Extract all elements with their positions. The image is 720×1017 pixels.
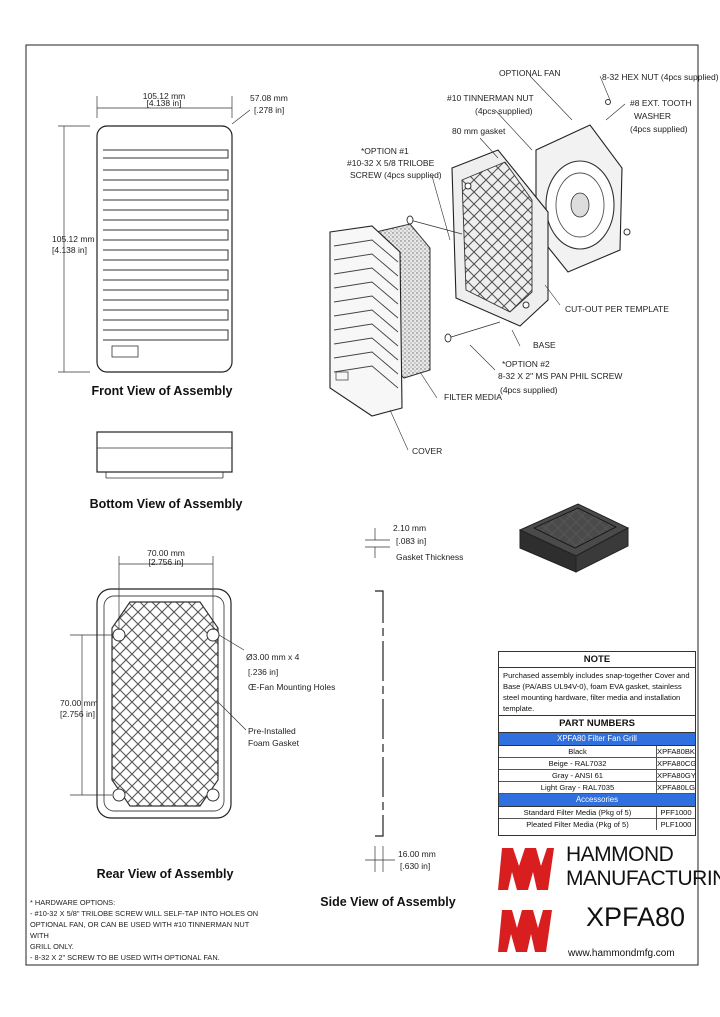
callout-option2-1: *OPTION #2 <box>502 359 550 369</box>
brand-name: HAMMOND MANUFACTURINGTM <box>566 843 720 896</box>
note-text: Purchased assembly includes snap-togethe… <box>499 668 695 716</box>
hardware-line-3: GRILL ONLY. <box>30 942 74 951</box>
hardware-title: * HARDWARE OPTIONS: <box>30 898 116 907</box>
part-desc: Light Gray - RAL7035 <box>499 782 657 793</box>
callout-option1-3: SCREW (4pcs supplied) <box>350 170 442 180</box>
hardware-line-4: - 8-32 X 2" SCREW TO BE USED WITH OPTION… <box>30 953 220 962</box>
part-desc: Gray - ANSI 61 <box>499 770 657 781</box>
part-group-fan-grill: XPFA80 Filter Fan Grill <box>499 733 695 746</box>
table-row: Beige - RAL7032 XPFA80CG <box>499 758 697 770</box>
hole-size-mm: Ø3.00 mm x 4 <box>246 652 300 662</box>
table-row: Pleated Filter Media (Pkg of 5) PLF1000 <box>499 819 695 830</box>
accessory-desc: Standard Filter Media (Pkg of 5) <box>499 807 657 818</box>
front-view <box>58 96 251 373</box>
part-number: XPFA80GY <box>657 771 696 780</box>
callout-filter-media: FILTER MEDIA <box>444 392 502 402</box>
callout-tinnerman-1: #10 TINNERMAN NUT <box>447 93 534 103</box>
callout-cutout: CUT-OUT PER TEMPLATE <box>565 304 669 314</box>
sheet-border <box>25 44 699 966</box>
part-desc: Beige - RAL7032 <box>499 758 657 769</box>
rear-height-mm: 70.00 mm <box>60 698 98 708</box>
front-view-title: Front View of Assembly <box>91 384 232 398</box>
hardware-line-2: OPTIONAL FAN, OR CAN BE USED WITH #10 TI… <box>30 920 250 940</box>
optional-fan <box>535 99 631 273</box>
table-row: Light Gray - RAL7035 XPFA80LG <box>499 782 695 794</box>
gasket-callout-1: Pre-Installed <box>248 726 296 736</box>
gasket-thickness-mm: 2.10 mm <box>393 523 426 533</box>
brand-line-2-text: MANUFACTURING <box>566 867 720 890</box>
callout-option1-2: #10-32 X 5/8 TRILOBE <box>347 158 435 168</box>
callout-optional-fan: OPTIONAL FAN <box>499 68 561 78</box>
callout-washer-1: #8 EXT. TOOTH <box>630 98 692 108</box>
rear-height-in: [2.756 in] <box>60 709 95 719</box>
cover <box>329 225 403 417</box>
part-number: XPFA80BK <box>657 747 695 756</box>
rear-width-mm: 70.00 mm <box>147 548 185 558</box>
hammond-logo-icon <box>498 848 554 952</box>
front-logo-plate <box>111 345 139 358</box>
hole-description: Œ-Fan Mounting Holes <box>248 682 335 692</box>
callout-option2-2: 8-32 X 2" MS PAN PHIL SCREW <box>498 371 622 381</box>
callout-option1-1: *OPTION #1 <box>361 146 409 156</box>
side-depth-mm: 16.00 mm <box>398 849 436 859</box>
accessory-number: PLF1000 <box>660 820 692 829</box>
accessory-desc: Pleated Filter Media (Pkg of 5) <box>499 819 657 830</box>
side-view-title: Side View of Assembly <box>320 895 456 909</box>
table-row: Gray - ANSI 61 XPFA80GY <box>499 770 696 782</box>
gasket-callout-2: Foam Gasket <box>248 738 300 748</box>
bottom-view <box>96 431 233 479</box>
part-group-accessories: Accessories <box>499 794 695 807</box>
front-width-mm: 105.12 mm <box>143 91 186 101</box>
base <box>451 149 549 327</box>
product-photo <box>518 503 630 573</box>
bottom-view-title: Bottom View of Assembly <box>90 497 243 511</box>
accessory-number: PFF1000 <box>660 808 692 817</box>
side-view <box>365 528 395 872</box>
callout-tinnerman-2: (4pcs supplied) <box>475 106 533 116</box>
callout-hex-nut: 8-32 HEX NUT (4pcs supplied) <box>602 72 719 82</box>
note-title: NOTE <box>499 652 695 668</box>
side-depth-in: [.630 in] <box>400 861 430 871</box>
brand-line-1: HAMMOND <box>566 843 674 866</box>
hole-size-in: [.236 in] <box>248 667 278 677</box>
gasket-thickness-label: Gasket Thickness <box>396 552 463 562</box>
rear-view-title: Rear View of Assembly <box>97 867 234 881</box>
hardware-line-1: - #10-32 X 5/8" TRILOBE SCREW WILL SELF-… <box>30 909 259 918</box>
callout-cover: COVER <box>412 446 442 456</box>
part-number: XPFA80CG <box>657 759 697 768</box>
table-row: Black XPFA80BK <box>499 746 695 758</box>
front-depth-mm: 57.08 mm <box>250 93 288 103</box>
rear-width-in: [2.756 in] <box>149 557 184 567</box>
brand-line-2: MANUFACTURINGTM <box>566 867 720 896</box>
note-table: NOTE Purchased assembly includes snap-to… <box>498 651 696 836</box>
part-desc: Black <box>499 746 657 757</box>
website-link[interactable]: www.hammondmfg.com <box>568 948 675 959</box>
gasket-thickness-in: [.083 in] <box>396 536 426 546</box>
hardware-options: * HARDWARE OPTIONS: - #10-32 X 5/8" TRIL… <box>30 897 265 963</box>
callout-option2-3: (4pcs supplied) <box>500 385 558 395</box>
exploded-view <box>329 75 631 451</box>
model-number: XPFA80 <box>586 902 686 932</box>
front-depth-in: [.278 in] <box>254 105 284 115</box>
part-numbers-title: PART NUMBERS <box>499 716 695 733</box>
rear-view <box>70 556 247 819</box>
callout-washer-2: WASHER <box>634 111 671 121</box>
callout-gasket: 80 mm gasket <box>452 126 506 136</box>
callout-washer-3: (4pcs supplied) <box>630 124 688 134</box>
front-height-in: [4.138 in] <box>52 245 87 255</box>
front-height-mm: 105.12 mm <box>52 234 95 244</box>
table-row: Standard Filter Media (Pkg of 5) PFF1000 <box>499 807 695 819</box>
logo-mark-bottom <box>498 910 552 952</box>
logo-mark-top <box>498 848 554 890</box>
part-number: XPFA80LG <box>657 783 695 792</box>
callout-base: BASE <box>533 340 556 350</box>
front-width-in: [4.138 in] <box>147 98 182 108</box>
